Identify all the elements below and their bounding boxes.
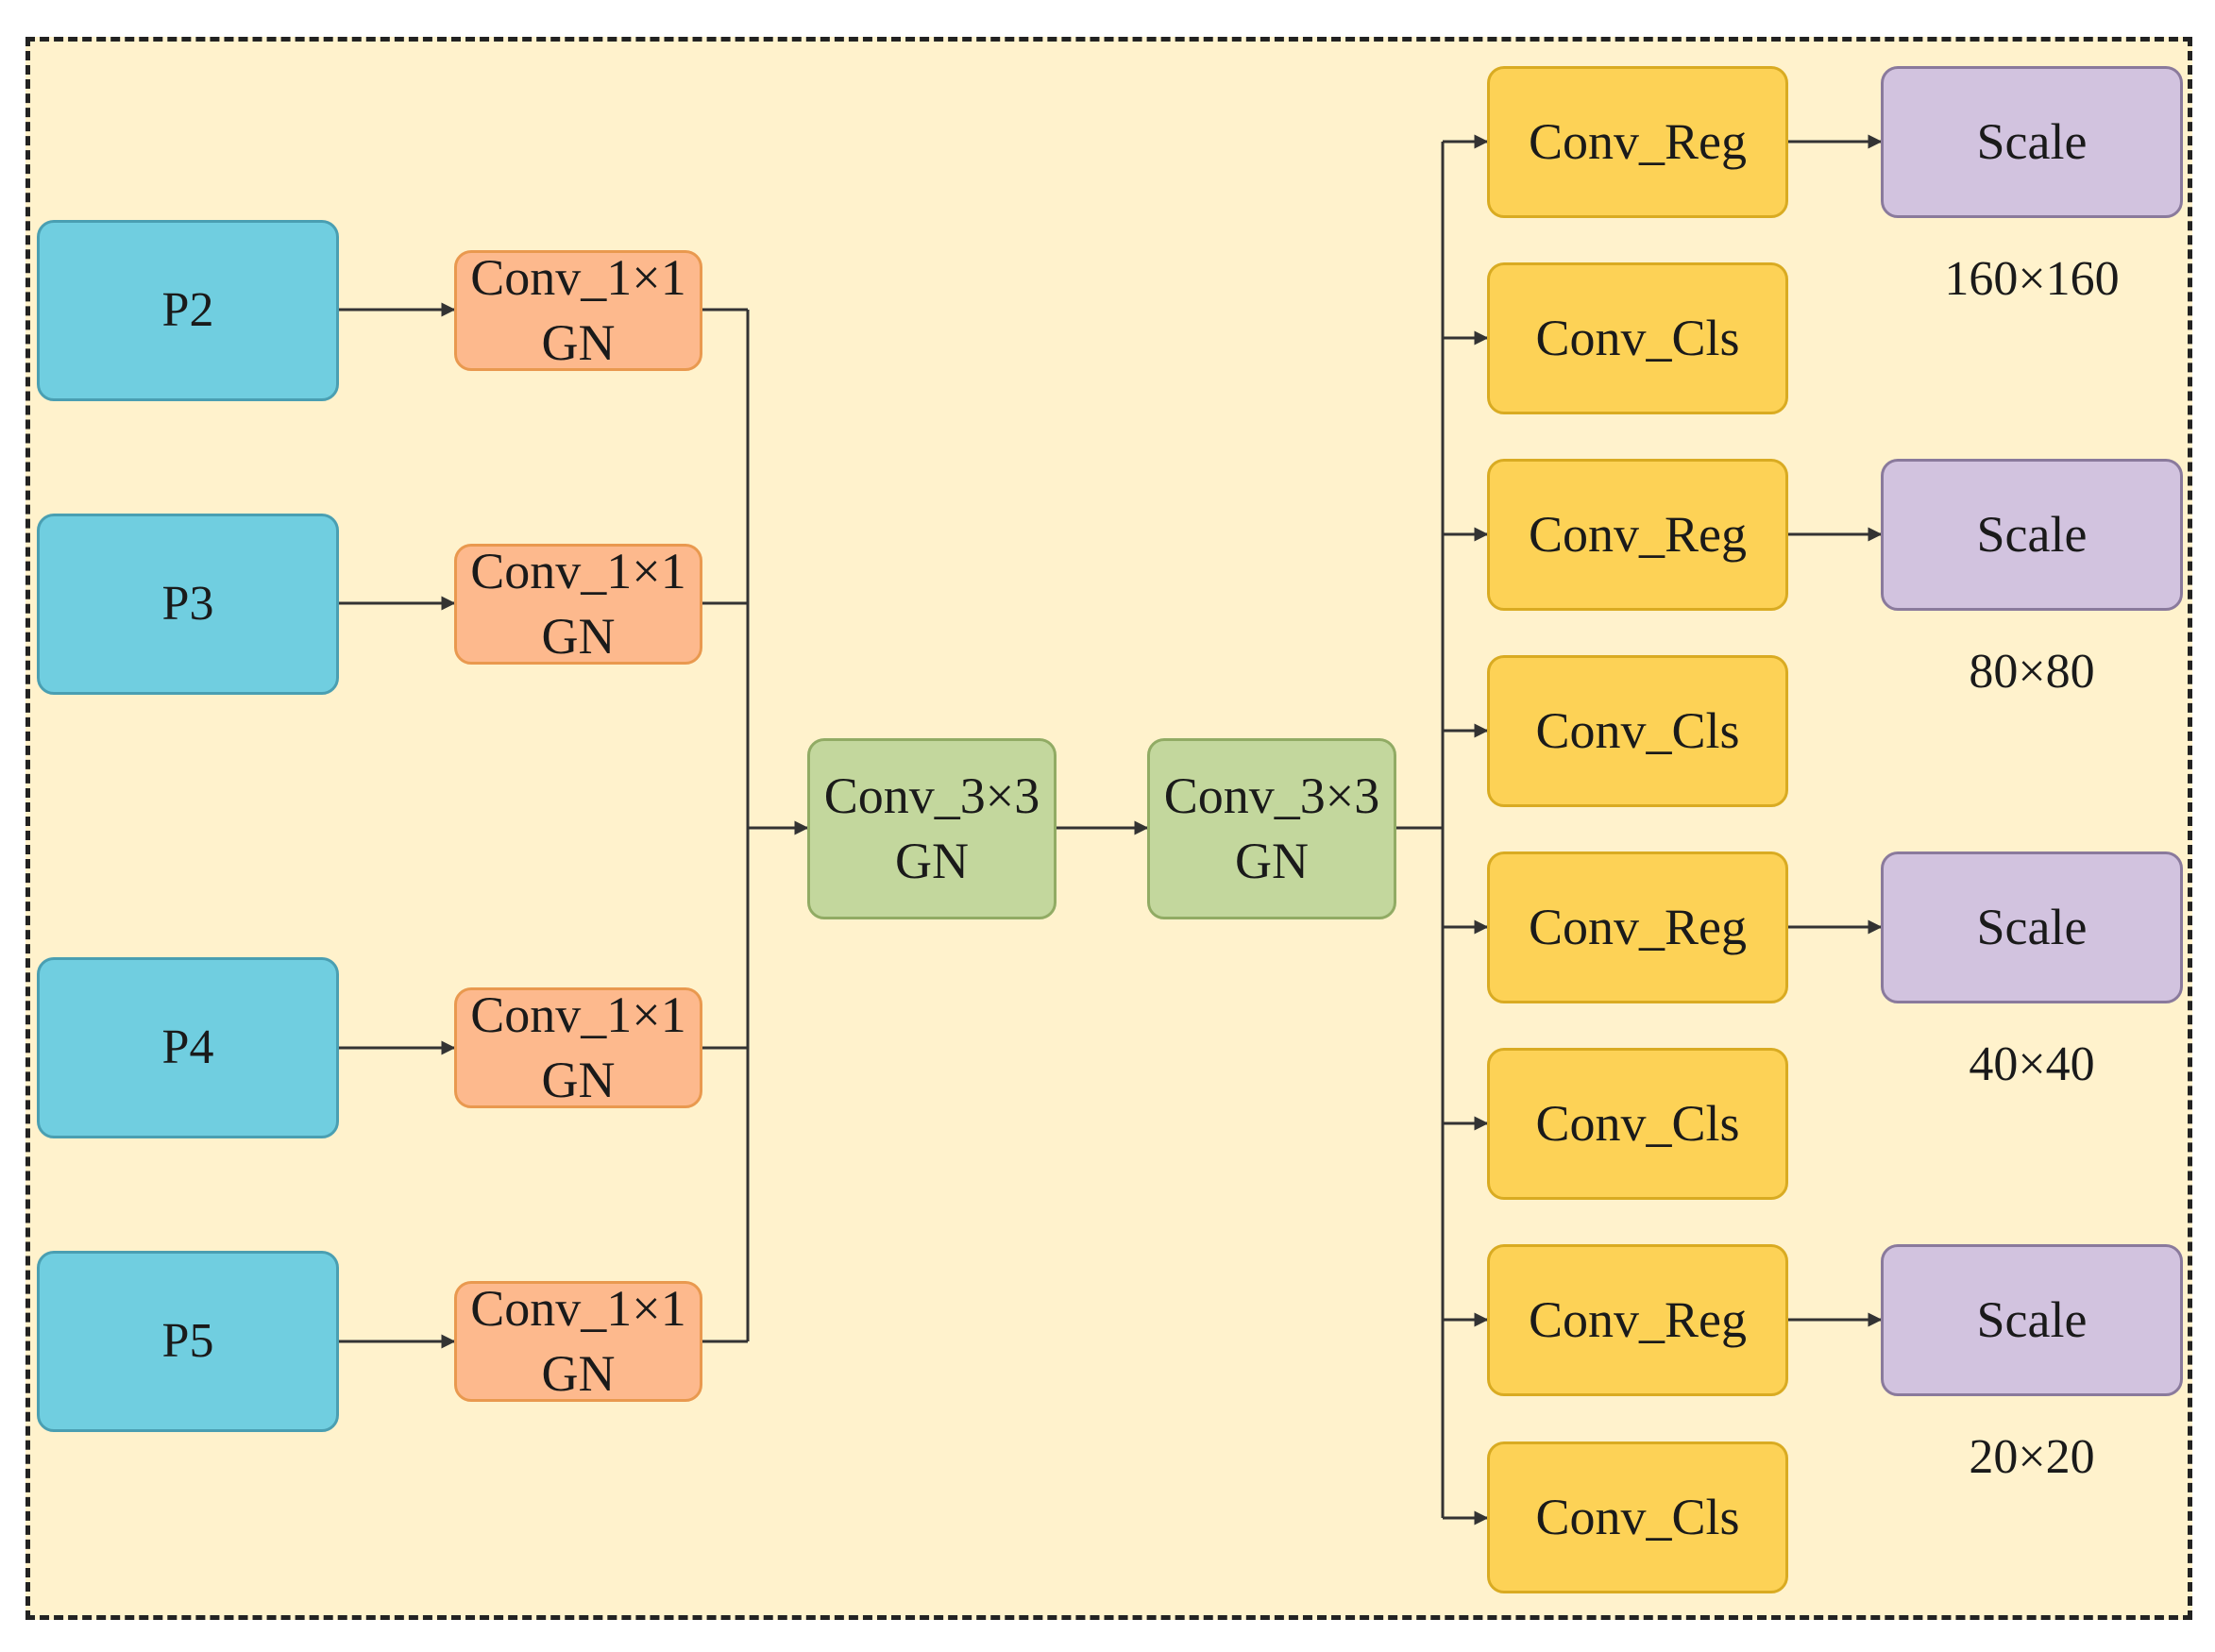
resolution-label: 40×40 [1969,1037,2095,1091]
scale-label: Scale [1976,1291,2088,1349]
conv1x1-block: Conv_1×1 GN [454,1280,702,1402]
conv-label: Conv_3×3 [1163,767,1380,824]
norm-label: GN [541,1345,616,1402]
scale-label: Scale [1976,899,2088,956]
conv-reg-block: Conv_Reg [1487,459,1788,611]
scale-label: Scale [1976,113,2088,171]
input-label: P5 [161,1313,214,1368]
head-label: Conv_Cls [1535,1489,1740,1546]
conv-cls-block: Conv_Cls [1487,262,1788,414]
scale-block: Scale [1881,459,2183,611]
conv1x1-block: Conv_1×1 GN [454,543,702,665]
conv-reg-block: Conv_Reg [1487,851,1788,1003]
resolution-label: 20×20 [1969,1430,2095,1484]
resolution-label: 160×160 [1944,252,2120,306]
input-p5: P5 [37,1251,339,1432]
conv-label: Conv_1×1 [470,542,686,599]
conv-reg-block: Conv_Reg [1487,1244,1788,1396]
conv1x1-block: Conv_1×1 GN [454,986,702,1108]
norm-label: GN [541,1052,616,1108]
head-label: Conv_Cls [1535,310,1740,367]
conv1x1-block: Conv_1×1 GN [454,249,702,371]
input-p2: P2 [37,220,339,401]
input-label: P3 [161,576,214,631]
conv-reg-block: Conv_Reg [1487,66,1788,218]
input-label: P2 [161,282,214,337]
head-label: Conv_Reg [1528,899,1747,956]
norm-label: GN [895,833,969,889]
scale-block: Scale [1881,66,2183,218]
resolution-label: 80×80 [1969,645,2095,699]
conv-label: Conv_3×3 [823,767,1040,824]
conv-label: Conv_1×1 [470,248,686,306]
conv-cls-block: Conv_Cls [1487,1441,1788,1593]
head-label: Conv_Reg [1528,113,1747,171]
head-label: Conv_Reg [1528,506,1747,564]
conv-label: Conv_1×1 [470,1279,686,1337]
head-label: Conv_Cls [1535,1095,1740,1153]
head-label: Conv_Reg [1528,1291,1747,1349]
conv-cls-block: Conv_Cls [1487,655,1788,807]
conv3x3-block-1: Conv_3×3 GN [807,738,1057,919]
conv3x3-block-2: Conv_3×3 GN [1147,738,1396,919]
norm-label: GN [1235,833,1309,889]
input-p4: P4 [37,957,339,1138]
norm-label: GN [541,314,616,371]
input-p3: P3 [37,514,339,695]
conv-cls-block: Conv_Cls [1487,1048,1788,1200]
norm-label: GN [541,608,616,665]
input-label: P4 [161,1020,214,1074]
scale-label: Scale [1976,506,2088,564]
scale-block: Scale [1881,1244,2183,1396]
scale-block: Scale [1881,851,2183,1003]
conv-label: Conv_1×1 [470,986,686,1043]
head-label: Conv_Cls [1535,702,1740,760]
